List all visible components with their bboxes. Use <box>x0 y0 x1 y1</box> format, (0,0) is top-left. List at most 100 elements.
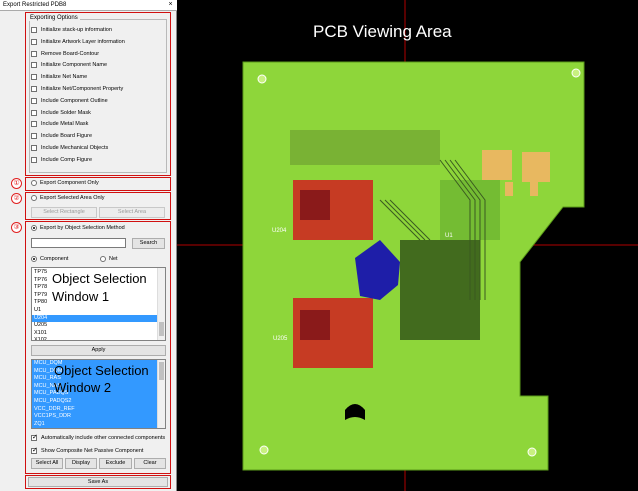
search-button[interactable]: Search <box>132 238 165 249</box>
search-input[interactable] <box>31 238 126 248</box>
list2-item[interactable]: MCU_DQM <box>32 360 160 368</box>
list1-overlay-line2: Window 1 <box>52 289 110 304</box>
component-label-u1: U1 <box>445 233 453 239</box>
list2-scroll-thumb[interactable] <box>159 362 164 380</box>
list1-item[interactable]: TP78 <box>34 284 48 291</box>
list1-item[interactable]: U205 <box>34 322 48 329</box>
exporting-options-group <box>29 19 167 173</box>
viewer-title: PCB Viewing Area <box>313 22 452 41</box>
list1-item[interactable]: X101 <box>34 329 47 336</box>
export-component-only-radio[interactable]: Export Component Only <box>31 180 99 186</box>
radio-indicator[interactable] <box>31 256 37 262</box>
list2-item[interactable]: MCU_DQM <box>32 367 160 376</box>
save-as-button[interactable]: Save As <box>28 477 168 487</box>
exporting-option-checkbox[interactable] <box>31 97 37 104</box>
exporting-option-checkbox[interactable] <box>31 50 37 57</box>
exclude-button[interactable]: Exclude <box>99 458 132 469</box>
export-by-object-selection-radio[interactable]: Export by Object Selection Method <box>31 225 125 231</box>
clear-button[interactable]: Clear <box>134 458 166 469</box>
exporting-option-checkbox[interactable] <box>31 86 37 92</box>
dialog-title-bar[interactable]: Export Restricted PDB8 × <box>0 0 177 11</box>
export-selected-area-radio[interactable]: Export Selected Area Only <box>31 195 105 201</box>
list2-item[interactable]: VCC1PS_DDR <box>32 413 160 421</box>
list1-item[interactable]: TP79 <box>34 291 48 298</box>
exporting-option-row[interactable]: Include Board Figure <box>31 131 92 141</box>
exporting-option-label: Include Metal Mask <box>41 121 89 128</box>
list1-item[interactable]: U204 <box>32 314 160 323</box>
mounting-hole <box>527 447 537 457</box>
exporting-options-title: Exporting Options <box>28 15 80 21</box>
list2-overlay-line2: Window 2 <box>54 380 112 395</box>
radio-indicator[interactable] <box>100 256 106 262</box>
list1-item[interactable]: U1 <box>34 306 42 313</box>
apply-button[interactable]: Apply <box>31 345 166 356</box>
copper-pad <box>522 152 550 182</box>
exporting-option-row[interactable]: Include Mechanical Objects <box>31 143 108 153</box>
exporting-option-checkbox[interactable] <box>31 145 37 151</box>
copper-pad <box>505 182 513 196</box>
list2-item[interactable]: MCU_RAS <box>32 375 160 383</box>
exporting-option-label: Include Solder Mask <box>41 109 91 116</box>
pcb-canvas[interactable]: U204 U205 U1 <box>177 0 638 491</box>
option1-highlight <box>25 177 171 191</box>
exporting-option-row[interactable]: Include Metal Mask <box>31 119 88 129</box>
select-rectangle-button[interactable]: Select Rectangle <box>31 207 97 218</box>
auto-include-checkbox[interactable] <box>31 433 38 441</box>
exporting-option-row[interactable]: Include Comp Figure <box>31 155 92 165</box>
exporting-option-row[interactable]: Initialize Net Name <box>31 72 87 82</box>
exporting-option-checkbox[interactable] <box>31 121 37 128</box>
close-icon[interactable]: × <box>168 1 173 8</box>
radio-indicator[interactable] <box>31 180 37 186</box>
list1-item[interactable]: TP75 <box>34 269 48 275</box>
show-composite-checkbox-row[interactable]: Show Composite Net Passive Component <box>31 446 143 456</box>
list1-scrollbar[interactable] <box>157 268 165 340</box>
exporting-option-row[interactable]: Remove Board-Contour <box>31 49 99 59</box>
copper-pad <box>482 150 512 180</box>
list1-scroll-thumb[interactable] <box>159 322 164 336</box>
copper-area <box>290 130 440 165</box>
exporting-option-row[interactable]: Initialize stack-up information <box>31 25 112 35</box>
list1-item[interactable]: TP80 <box>34 299 48 306</box>
mounting-hole <box>257 74 267 84</box>
display-button[interactable]: Display <box>65 458 97 469</box>
show-composite-label: Show Composite Net Passive Component <box>41 448 144 454</box>
list1-item[interactable]: X102 <box>34 337 47 341</box>
show-composite-checkbox[interactable] <box>31 446 38 454</box>
export-selected-area-label: Export Selected Area Only <box>40 195 105 201</box>
exporting-option-row[interactable]: Include Solder Mask <box>31 108 91 118</box>
list2-item[interactable]: MCU_PADQS <box>32 390 160 398</box>
exporting-option-row[interactable]: Initialize Artwork Layer information <box>31 37 125 47</box>
marker-3: ③ <box>11 222 22 233</box>
exporting-option-checkbox[interactable] <box>31 109 37 116</box>
auto-include-label: Automatically include other connected co… <box>41 435 166 441</box>
exporting-option-row[interactable]: Include Component Outline <box>31 96 108 106</box>
net-radio[interactable]: Net <box>100 256 118 262</box>
list2-item[interactable]: ZQ1 <box>32 420 160 428</box>
list2-scrollbar[interactable] <box>157 360 165 428</box>
radio-indicator[interactable] <box>31 225 37 231</box>
list2-item[interactable]: MCU_NAS <box>32 382 160 391</box>
pcb-viewing-area[interactable]: U204 U205 U1 <box>177 0 638 491</box>
component-radio-label: Component <box>40 256 69 262</box>
auto-include-checkbox-row[interactable]: Automatically include other connected co… <box>31 433 165 443</box>
exporting-option-checkbox[interactable] <box>31 74 37 81</box>
exporting-option-row[interactable]: Initialize Component Name <box>31 60 107 70</box>
exporting-option-checkbox[interactable] <box>31 38 37 45</box>
component-radio[interactable]: Component <box>31 256 68 262</box>
list1-item[interactable]: TP76 <box>34 276 48 283</box>
exporting-option-checkbox[interactable] <box>31 27 37 33</box>
radio-indicator[interactable] <box>31 195 37 201</box>
list1-overlay-line1: Object Selection <box>52 271 147 286</box>
select-area-button[interactable]: Select Area <box>99 207 165 218</box>
select-all-button[interactable]: Select All <box>31 458 63 469</box>
list2-item[interactable]: VCC_DDR_REF <box>32 405 160 414</box>
exporting-option-checkbox[interactable] <box>31 62 37 69</box>
exporting-option-checkbox[interactable] <box>31 133 37 140</box>
list2-item[interactable]: MCU_PADQS2 <box>32 397 160 406</box>
selected-net <box>355 240 400 300</box>
exporting-option-row[interactable]: Initialize Net/Component Property <box>31 84 123 94</box>
exporting-option-checkbox[interactable] <box>31 156 37 163</box>
